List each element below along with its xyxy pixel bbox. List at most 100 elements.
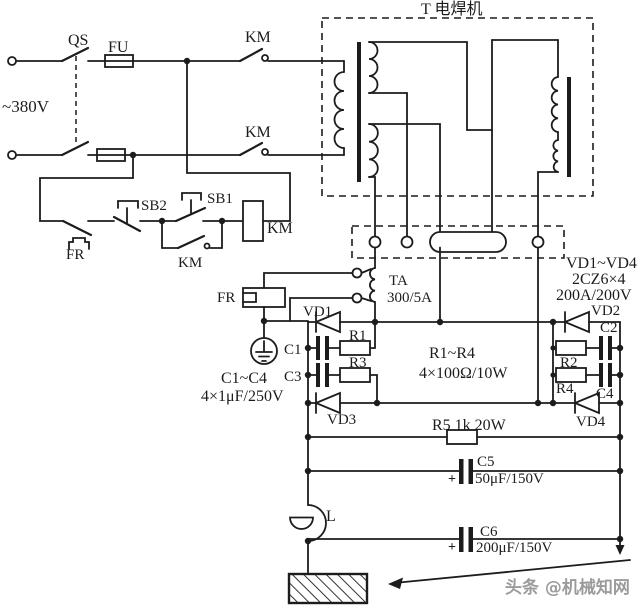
workpiece-arrow-icon: [388, 577, 403, 589]
electrode-arrow-icon: [615, 545, 625, 555]
c2-label: C2: [600, 320, 618, 336]
km-contact-blade-icon: [238, 47, 264, 63]
sb2-button-icon: [117, 200, 139, 224]
terminal-icon: [400, 235, 414, 249]
earth-symbol-icon: [255, 340, 273, 362]
terminal-strip-box: [351, 225, 565, 259]
l-label: L: [326, 508, 336, 525]
control-circuit: [39, 60, 291, 250]
c6-value: 200μF/150V: [476, 540, 553, 556]
r2-label: R2: [560, 355, 578, 371]
fr-heater-icon: [242, 287, 286, 308]
vd4-label: VD4: [576, 414, 606, 430]
km-contact-icon: [261, 54, 269, 62]
terminal-icon: [368, 235, 382, 249]
sb1-label: SB1: [207, 191, 233, 207]
vd-rating-label: 200A/200V: [556, 287, 632, 304]
c2-plate-icon: [599, 336, 603, 360]
c6-plate-icon: [468, 527, 473, 552]
rectifier-bridge: [307, 246, 621, 415]
qs-switch-blade-icon: [60, 140, 90, 157]
c5-plate-icon: [468, 459, 473, 484]
terminal-strip: [351, 225, 565, 259]
r2-resistor-icon: [555, 340, 587, 356]
sb2-label: SB2: [141, 198, 167, 214]
c5-plate-icon: [459, 459, 464, 484]
c-group-value: 4×1μF/250V: [201, 388, 284, 405]
km-aux-label: KM: [178, 255, 202, 271]
km-aux-blade-icon: [176, 234, 206, 250]
c3-plate-icon: [325, 363, 329, 387]
welding-transformer: [321, 17, 594, 237]
fu-label: FU: [108, 39, 129, 56]
r5-label: R5 1k 20W: [432, 417, 507, 434]
km-label: KM: [245, 124, 271, 141]
fr-heater-label: FR: [217, 290, 235, 306]
qs-label: QS: [68, 32, 88, 49]
c1-label: C1: [284, 342, 302, 358]
qs-switch-blade-icon: [60, 46, 90, 63]
r4-label: R4: [556, 381, 574, 397]
supply-terminal-icon: [7, 56, 17, 66]
power-line-b: [7, 140, 345, 162]
ta-secondary-terminal-icon: [351, 267, 363, 279]
transformer-title: T 电焊机: [421, 0, 483, 18]
fr-contact-blade-icon: [61, 219, 93, 237]
secondary-winding-icon: [552, 139, 559, 173]
c4-label: C4: [596, 386, 614, 402]
terminal-icon: [531, 235, 545, 249]
c3-plate-icon: [316, 363, 320, 387]
vd-group-label: VD1~VD4: [566, 255, 637, 272]
labels: QS FU KM KM ~380V SB2 SB1 FR KM KM T 电焊机…: [2, 0, 637, 598]
sb1-button-icon: [181, 192, 202, 215]
c6-polarity-label: +: [448, 540, 456, 555]
km-label: KM: [245, 29, 271, 46]
ta-label: TA: [389, 273, 408, 289]
fr-heater-and-ground: [242, 272, 354, 365]
vd3-diode-icon: [313, 391, 341, 415]
c1-plate-icon: [325, 336, 329, 360]
c4-plate-icon: [599, 363, 603, 387]
c-group-label: C1~C4: [221, 370, 267, 387]
watermark-text: 头条 @机械知网: [505, 577, 630, 598]
vd2-diode-icon: [562, 310, 590, 334]
km-contact-blade-icon: [238, 141, 264, 157]
secondary-winding-icon: [368, 41, 379, 94]
c3-label: C3: [284, 369, 302, 385]
c5-polarity-label: +: [448, 472, 456, 487]
junction-dots: [129, 57, 624, 545]
km-aux-contact-icon: [203, 242, 211, 250]
ta-rating-label: 300/5A: [387, 290, 432, 306]
terminal-link-bar-icon: [429, 231, 507, 253]
fr-heater-notch-icon: [242, 292, 257, 303]
c2-plate-icon: [608, 336, 612, 360]
vd3-label: VD3: [327, 412, 356, 428]
vd1-label: VD1: [303, 304, 332, 320]
km-coil-label: KM: [267, 220, 293, 237]
c5-label: C5: [477, 454, 495, 470]
current-transformer-ta: [351, 246, 376, 323]
r-group-value: 4×100Ω/10W: [419, 365, 508, 382]
vd-model-label: 2CZ6×4: [572, 271, 625, 288]
c4-plate-icon: [608, 363, 612, 387]
voltage-label: ~380V: [2, 97, 50, 116]
filter-section: [287, 321, 631, 605]
power-line-a: [7, 46, 345, 68]
r3-label: R3: [349, 355, 367, 371]
l-choke-bowl-icon: [289, 516, 314, 530]
sb2-blade-icon: [112, 215, 142, 233]
transformer-enclosure: [321, 17, 594, 197]
primary-winding-icon: [333, 71, 345, 149]
ta-secondary-terminal-icon: [351, 292, 363, 304]
km-coil-icon: [242, 200, 264, 242]
r-group-label: R1~R4: [429, 345, 475, 362]
secondary-winding-icon: [550, 76, 559, 133]
fr-contact-label: FR: [66, 247, 84, 263]
secondary-winding-icon: [368, 123, 379, 178]
c5-value: 50μF/150V: [475, 471, 544, 487]
km-contact-icon: [261, 148, 269, 156]
supply-terminal-icon: [7, 150, 17, 160]
c1-plate-icon: [316, 336, 320, 360]
